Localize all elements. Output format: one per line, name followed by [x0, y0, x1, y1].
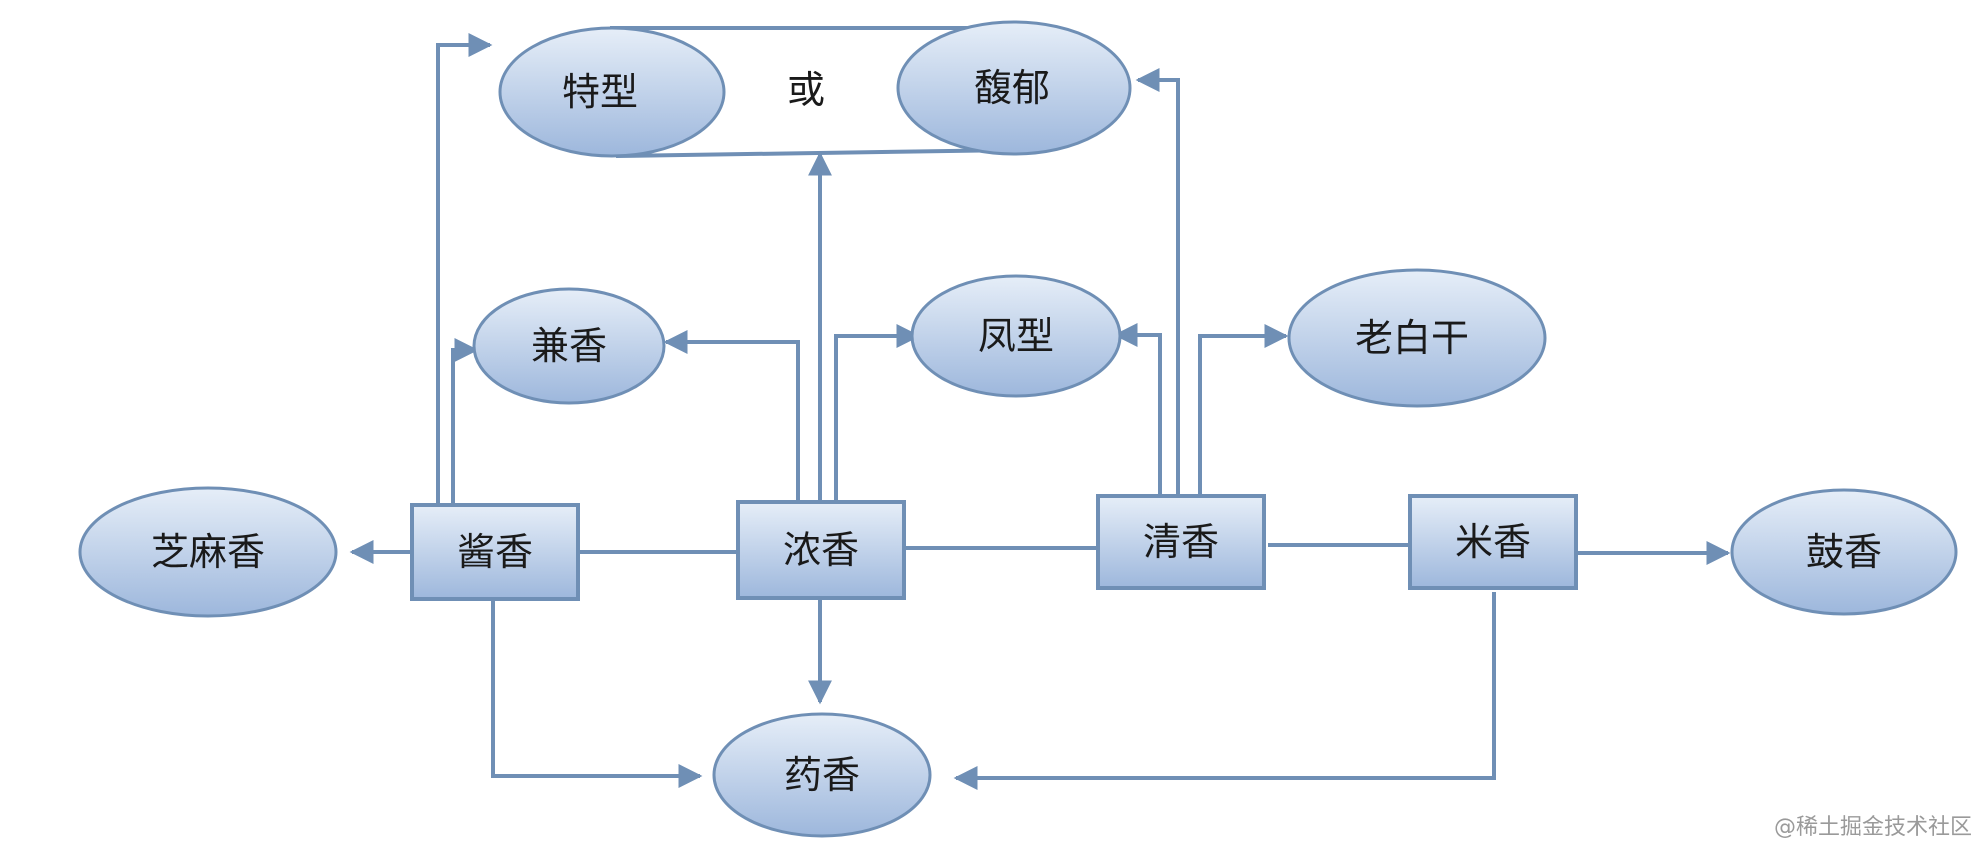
edge-qing-laobaigan [1198, 324, 1289, 496]
label-jianxiang: 兼香 [531, 324, 607, 368]
edge-mi-yao [953, 592, 1496, 790]
label-huo: 或 [787, 68, 825, 112]
texing-fuyu-group [610, 26, 1019, 158]
node-fengxing [910, 274, 1122, 398]
box-nodes [410, 494, 1578, 601]
label-yaoxiang: 药香 [784, 753, 860, 797]
node-texing [498, 26, 726, 158]
label-mixiang: 米香 [1455, 520, 1531, 564]
edge-nong-feng [834, 324, 921, 502]
node-zhimaxiang [78, 486, 338, 618]
edge-qing-fuyu [1135, 68, 1180, 496]
group-outline [610, 26, 1019, 158]
label-nongxiang: 浓香 [783, 528, 859, 572]
node-nongxiang [736, 500, 906, 600]
label-guxiang: 鼓香 [1806, 530, 1882, 574]
label-fengxing: 凤型 [978, 314, 1054, 358]
node-mixiang [1408, 494, 1578, 590]
node-guxiang [1730, 488, 1958, 616]
node-laobaigan [1287, 268, 1547, 408]
watermark: @稀土掘金技术社区 [1774, 815, 1972, 840]
edge-jiang-jianxiang [451, 338, 479, 505]
node-yaoxiang [712, 712, 932, 838]
edge-jiang-texing [436, 33, 493, 505]
label-texing: 特型 [562, 70, 638, 114]
labels: 特型 或 馥郁 兼香 凤型 老白干 芝麻香 酱香 浓香 清香 米香 鼓香 药香 [151, 66, 1882, 797]
edge-nong-jianxiang [663, 330, 800, 502]
label-jiangxiang: 酱香 [457, 530, 533, 574]
edges [349, 33, 1731, 790]
node-qingxiang [1096, 494, 1266, 590]
label-qingxiang: 清香 [1143, 520, 1219, 564]
label-zhimaxiang: 芝麻香 [151, 530, 265, 574]
edge-qing-feng [1113, 323, 1162, 496]
label-laobaigan: 老白干 [1355, 316, 1469, 360]
node-fuyu [896, 20, 1132, 156]
label-fuyu: 馥郁 [974, 66, 1050, 110]
node-jianxiang [472, 287, 666, 405]
ellipse-nodes [78, 20, 1958, 838]
node-jiangxiang [410, 503, 580, 601]
edge-jiang-yao [491, 600, 703, 788]
